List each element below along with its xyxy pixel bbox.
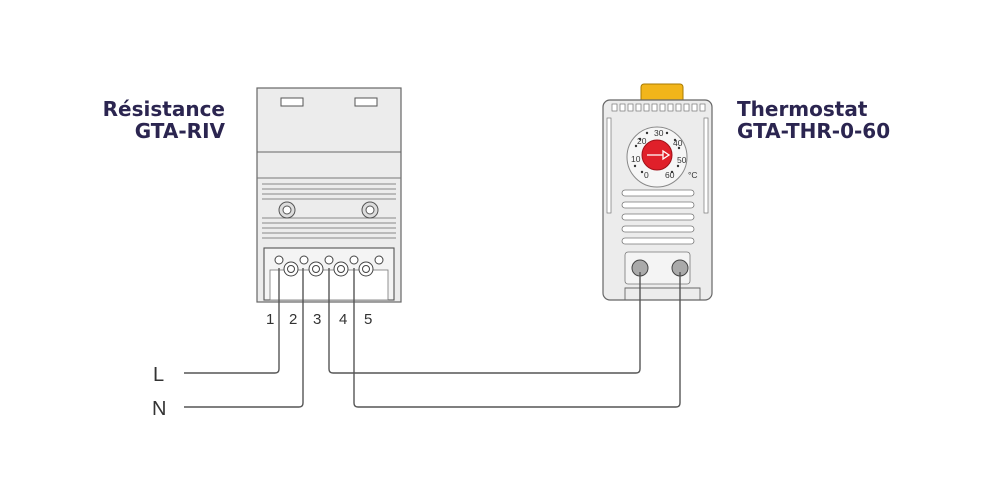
thermostat-ridges (611, 103, 706, 112)
heater-terminals (274, 255, 384, 277)
dial-label-50: 50 (677, 155, 687, 165)
heater-vent-right (354, 97, 378, 107)
dial-label-40: 40 (673, 138, 683, 148)
heater-vent-left (280, 97, 304, 107)
thermostat-title-line2: GTA-THR-0-60 (737, 119, 891, 143)
dial-dots (633, 131, 681, 174)
terminal-number-3: 3 (313, 311, 321, 328)
dial-label-30: 30 (654, 128, 664, 138)
wires (184, 268, 681, 408)
heater-title-line2: GTA-RIV (134, 119, 225, 143)
terminal-number-1: 1 (266, 311, 274, 328)
line-label-L: L (153, 364, 164, 386)
heater-title-line1: Résistance (102, 97, 225, 121)
dial-label-10: 10 (631, 154, 641, 164)
wire-L (184, 268, 280, 374)
thermostat-title-line1: Thermostat (737, 97, 868, 121)
thermostat-side-slots (606, 117, 709, 214)
dial-label-20: 20 (637, 136, 647, 146)
knob-arrow-icon (647, 149, 671, 161)
dial-label-60: 60 (665, 170, 675, 180)
terminal-number-4: 4 (339, 311, 347, 328)
wire-term5-thermostat (353, 268, 681, 408)
thermostat-title: Thermostat GTA-THR-0-60 (737, 98, 890, 142)
dial-label-0: 0 (644, 170, 649, 180)
heater-fins (262, 183, 396, 239)
thermostat-unit: 20 30 40 10 50 0 60 °C (602, 83, 713, 301)
wire-term3-thermostat (328, 268, 641, 374)
thermostat-vents (621, 189, 695, 245)
heater-title: Résistance GTA-RIV (95, 98, 225, 142)
terminal-number-2: 2 (289, 311, 297, 328)
dial-unit: °C (688, 170, 698, 180)
wire-N (184, 268, 304, 408)
line-label-N: N (152, 398, 166, 420)
terminal-number-5: 5 (364, 311, 372, 328)
